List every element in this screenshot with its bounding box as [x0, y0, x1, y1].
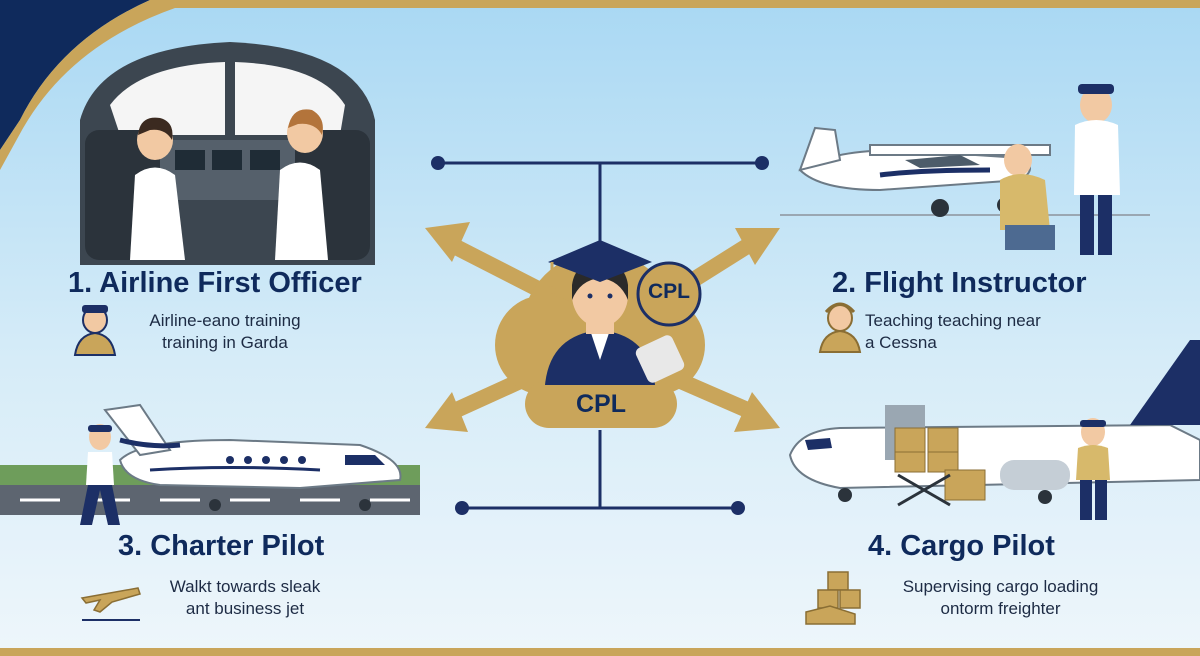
- career-title-cargo-pilot: 4. Cargo Pilot: [868, 530, 1055, 562]
- career-desc-cargo-pilot: Supervising cargo loading ontorm freight…: [868, 576, 1133, 620]
- desc-line: Walkt towards sleak: [169, 577, 321, 596]
- connector-node: [731, 501, 745, 515]
- airplane-icon: [80, 587, 141, 621]
- graduate-icon: [545, 240, 685, 385]
- connector-node: [455, 501, 469, 515]
- desc-line: a Cessna: [865, 333, 937, 352]
- cpl-banner: CPL: [525, 390, 677, 419]
- career-desc-first-officer: Airline-eano training training in Garda: [120, 310, 330, 354]
- freighter-illustration: [788, 340, 1200, 520]
- desc-line: Teaching teaching near: [865, 311, 1041, 330]
- career-desc-charter-pilot: Walkt towards sleak ant business jet: [140, 576, 350, 620]
- desc-line: training in Garda: [162, 333, 288, 352]
- arrow-to-first-officer: [425, 222, 544, 298]
- business-jet-illustration: [0, 403, 420, 525]
- career-title-charter-pilot: 3. Charter Pilot: [118, 530, 325, 562]
- corner-decoration: [0, 0, 150, 150]
- gold-border-top: [0, 0, 1200, 170]
- pilot-icon: [73, 305, 117, 356]
- connector-node: [755, 156, 769, 170]
- connector-lines: [438, 161, 762, 510]
- career-desc-flight-instructor: Teaching teaching near a Cessna: [865, 310, 1110, 354]
- cpl-banner-label: CPL: [576, 390, 626, 418]
- boxes-icon: [805, 571, 861, 625]
- career-title-flight-instructor: 2. Flight Instructor: [832, 267, 1087, 299]
- desc-line: ontorm freighter: [940, 599, 1061, 618]
- cockpit-illustration: [80, 42, 375, 265]
- desc-line: Airline-eano training: [149, 311, 301, 330]
- cessna-illustration: [780, 84, 1150, 255]
- cpl-badge-label: CPL: [648, 280, 690, 303]
- desc-line: Supervising cargo loading: [902, 577, 1099, 596]
- career-title-first-officer: 1. Airline First Officer: [68, 267, 362, 299]
- connector-node: [431, 156, 445, 170]
- gold-border-bottom: [0, 648, 1200, 656]
- desc-line: ant business jet: [185, 599, 305, 618]
- instructor-icon: [818, 302, 862, 353]
- cpl-badge-circle: [636, 261, 702, 327]
- arrow-to-instructor: [685, 228, 780, 289]
- cpl-badge: CPL: [638, 280, 700, 304]
